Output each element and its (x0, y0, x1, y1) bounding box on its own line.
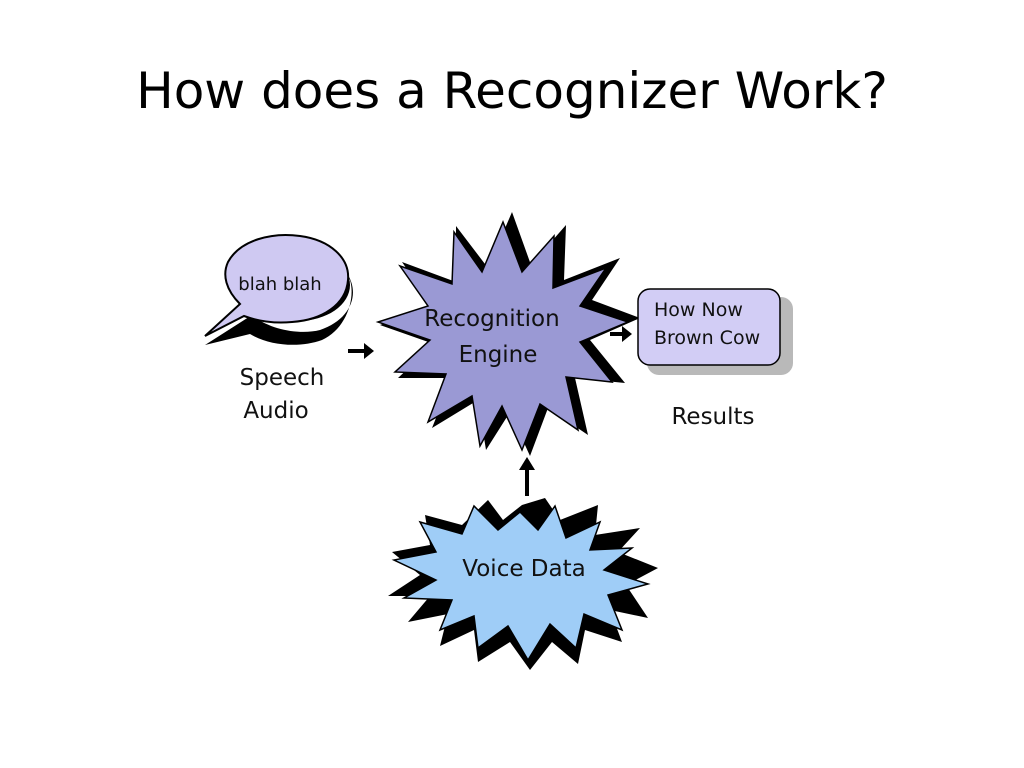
voice-data-starburst-body (391, 504, 651, 662)
arrow-right-icon (348, 343, 374, 359)
results-label: Results (671, 404, 754, 430)
arrow-right-icon (610, 326, 632, 342)
speech-label-line1: Speech (240, 365, 325, 391)
speech-bubble-text: blah blah (238, 274, 321, 295)
results-box: How Now Brown Cow (637, 288, 793, 375)
speech-bubble-shadow (205, 263, 353, 345)
engine-label-line1: Recognition (424, 306, 559, 332)
engine-label-line2: Engine (459, 342, 538, 368)
speech-bubble-icon: blah blah (204, 234, 353, 345)
results-box-body (637, 288, 781, 366)
result-text-line2: Brown Cow (654, 327, 760, 349)
result-text-line1: How Now (654, 299, 743, 321)
speech-bubble-body (204, 234, 350, 337)
recognition-engine-starburst: Recognition Engine (375, 212, 640, 456)
voice-data-starburst: Voice Data (388, 498, 658, 670)
slide-title: How does a Recognizer Work? (136, 62, 888, 120)
arrow-up-icon (519, 457, 535, 496)
voice-data-label: Voice Data (462, 556, 585, 582)
engine-starburst-body (375, 219, 631, 452)
speech-label-line2: Audio (243, 398, 308, 424)
